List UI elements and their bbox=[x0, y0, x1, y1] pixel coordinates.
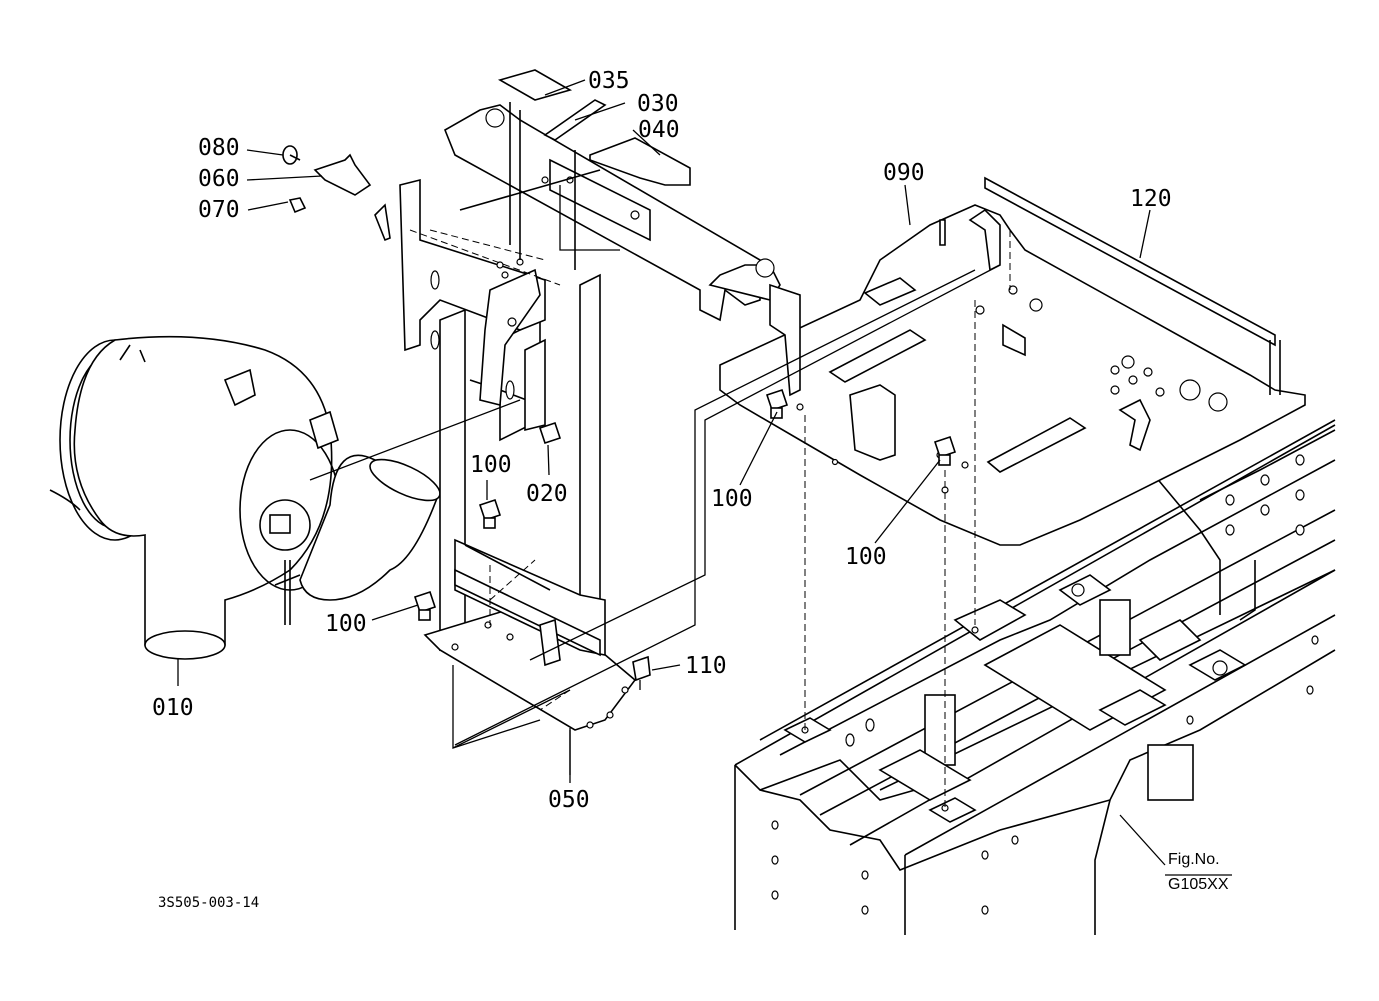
fasteners-060-070-080 bbox=[282, 145, 372, 214]
stand-frame-050 bbox=[423, 273, 637, 775]
drawing-code: 3S505-003-14 bbox=[158, 895, 259, 911]
callout-090: 090 bbox=[883, 160, 925, 186]
callout-100-b: 100 bbox=[711, 486, 753, 512]
callout-050: 050 bbox=[548, 787, 590, 813]
reference-lines bbox=[309, 264, 1001, 746]
floor-plate-090 bbox=[719, 204, 1306, 810]
callout-110: 110 bbox=[685, 653, 727, 679]
callout-100-c: 100 bbox=[845, 544, 887, 570]
upper-bracket bbox=[374, 104, 801, 432]
callout-100-d: 100 bbox=[325, 611, 367, 637]
air-cleaner-010 bbox=[49, 335, 441, 660]
callout-040: 040 bbox=[638, 117, 680, 143]
leader-lines bbox=[177, 79, 1232, 876]
callout-070: 070 bbox=[198, 197, 240, 223]
callout-060: 060 bbox=[198, 166, 240, 192]
callout-030: 030 bbox=[637, 91, 679, 117]
callout-labels: 035 030 040 080 060 070 090 120 100 020 … bbox=[152, 68, 1172, 813]
figure-info: Fig.No. G105XX 3S505-003-14 bbox=[158, 851, 1229, 911]
tractor-frame bbox=[734, 419, 1336, 935]
fig-number: G105XX bbox=[1168, 876, 1229, 893]
callout-100-a: 100 bbox=[470, 452, 512, 478]
callout-020: 020 bbox=[526, 481, 568, 507]
callout-080: 080 bbox=[198, 135, 240, 161]
callout-010: 010 bbox=[152, 695, 194, 721]
callout-120: 120 bbox=[1130, 186, 1172, 212]
rod-120 bbox=[984, 176, 1281, 395]
callout-035: 035 bbox=[588, 68, 630, 94]
bolts bbox=[413, 388, 957, 690]
fig-label: Fig.No. bbox=[1168, 851, 1220, 868]
